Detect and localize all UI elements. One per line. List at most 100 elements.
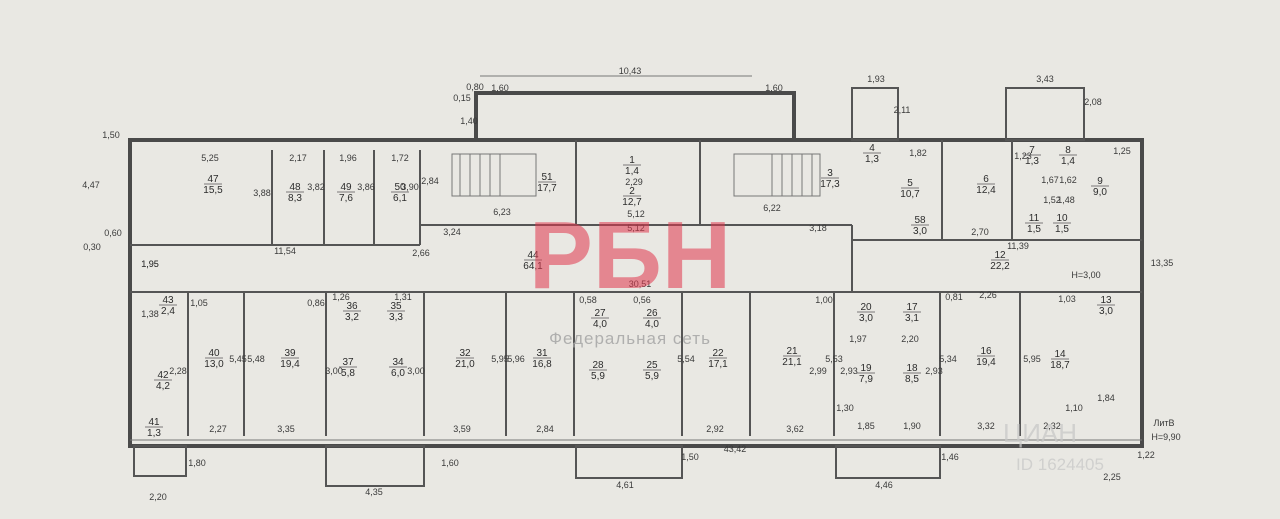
dimension-label: 3,62: [786, 424, 804, 434]
building-label: ЛитВ: [1153, 418, 1174, 428]
dimension-label: 5,53: [825, 354, 843, 364]
dimension-label: 2,84: [536, 424, 554, 434]
dimension-label: 13,35: [1151, 258, 1174, 268]
dimension-label: 1,93: [867, 74, 885, 84]
room-number: 22: [712, 348, 724, 359]
stair-left: [451, 153, 537, 197]
room-area: 1,5: [1055, 224, 1069, 235]
room-area: 5,9: [645, 371, 659, 382]
dimension-label: 5,54: [677, 354, 695, 364]
dimension-label: 5,34: [939, 354, 957, 364]
dimension-label: 0,15: [453, 93, 471, 103]
dimension-label: 2,25: [1103, 472, 1121, 482]
room-area: 10,7: [900, 189, 920, 200]
dimension-label: 0,56: [633, 295, 651, 305]
dimension-label: 2,17: [289, 153, 307, 163]
dimension-label: 5,45: [229, 354, 247, 364]
dimension-label: 6,22: [763, 203, 781, 213]
dimension-label: 5,96: [507, 354, 525, 364]
dimension-label: 2,84: [421, 176, 439, 186]
dimension-label: 5,95: [1023, 354, 1041, 364]
dimension-label: 2,08: [1084, 97, 1102, 107]
room-number: 26: [646, 308, 658, 319]
dimension-label: 2,29: [625, 177, 643, 187]
dimension-label: 2,70: [971, 227, 989, 237]
room-area: 18,7: [1050, 360, 1070, 371]
dimension-label: 0,58: [579, 295, 597, 305]
room-number: 32: [459, 348, 471, 359]
watermark-cian: ЦИАН: [1003, 418, 1077, 448]
dimension-label: 0,86: [307, 298, 325, 308]
dimension-label: 0,60: [104, 228, 122, 238]
dimension-label: 1,85: [857, 421, 875, 431]
room-area: 1,4: [625, 166, 639, 177]
room-number: 34: [392, 357, 404, 368]
room-area: 17,3: [820, 179, 840, 190]
dimension-label: 3,35: [277, 424, 295, 434]
room-area: 4,0: [593, 319, 607, 330]
room-number: 42: [157, 370, 169, 381]
room-area: 5,8: [341, 368, 355, 379]
room-number: 17: [906, 302, 918, 313]
dimension-label: 1,52: [1043, 195, 1061, 205]
dimension-label: 1,23: [1014, 151, 1032, 161]
dimension-label: 2,93: [840, 366, 858, 376]
dimension-label: 3,43: [1036, 74, 1054, 84]
dimension-label: 4,35: [365, 487, 383, 497]
room-area: 64,1: [523, 261, 543, 272]
dimension-label: 1,96: [339, 153, 357, 163]
room-area: 4,0: [645, 319, 659, 330]
dimension-label: 4,61: [616, 480, 634, 490]
room-area: 7,6: [339, 193, 353, 204]
room-number: 44: [527, 250, 539, 261]
dimension-label: 2,32: [1043, 421, 1061, 431]
room-area: 8,5: [905, 374, 919, 385]
dimension-label: 5,12: [627, 223, 645, 233]
room-area: 6,1: [393, 193, 407, 204]
room-number: 31: [536, 348, 548, 359]
dimension-label: 1,90: [903, 421, 921, 431]
room-number: 41: [148, 417, 160, 428]
room-number: 49: [340, 182, 352, 193]
room-area: 4,2: [156, 381, 170, 392]
dimension-label: 1,48: [1057, 195, 1075, 205]
dimension-label: 2,11: [894, 105, 911, 115]
dimension-label: 1,22: [1137, 450, 1155, 460]
dimension-label: 1,00: [815, 295, 833, 305]
dimension-label: 1,97: [849, 334, 867, 344]
dimension-label: 2,66: [412, 248, 430, 258]
dimension-label: 3,86: [357, 182, 375, 192]
dimension-label: 3,00: [407, 366, 425, 376]
stair-right: [733, 153, 821, 197]
porch: [575, 445, 683, 479]
dimension-label: 1,80: [188, 458, 206, 468]
room-number: 5: [907, 178, 913, 189]
dimension-label: 2,27: [209, 424, 227, 434]
dimension-label: 2,20: [149, 492, 167, 502]
room-area: 17,1: [708, 359, 728, 370]
room-number: 9: [1097, 176, 1103, 187]
dimension-label: 1,60: [765, 83, 783, 93]
room-area: 3,0: [1099, 306, 1113, 317]
dimension-label: 2,28: [169, 366, 187, 376]
room-area: 16,8: [532, 359, 552, 370]
porch: [325, 445, 425, 487]
room-area: 22,2: [990, 261, 1010, 272]
corridor-length-right: 11,39: [1007, 241, 1029, 251]
room-number: 21: [786, 346, 798, 357]
dimension-label: 5,12: [627, 209, 645, 219]
room-number: 28: [592, 360, 604, 371]
dimension-label: 1,95: [141, 259, 159, 269]
room-number: 10: [1056, 213, 1068, 224]
dimension-label: 5,95: [491, 354, 509, 364]
room-number: 3: [827, 168, 833, 179]
room-area: 1,5: [1027, 224, 1041, 235]
room-number: 18: [906, 363, 918, 374]
room-number: 43: [162, 295, 174, 306]
porch: [835, 445, 941, 479]
dimension-label: 1,50: [102, 130, 120, 140]
room-area: 1,3: [1025, 156, 1039, 167]
